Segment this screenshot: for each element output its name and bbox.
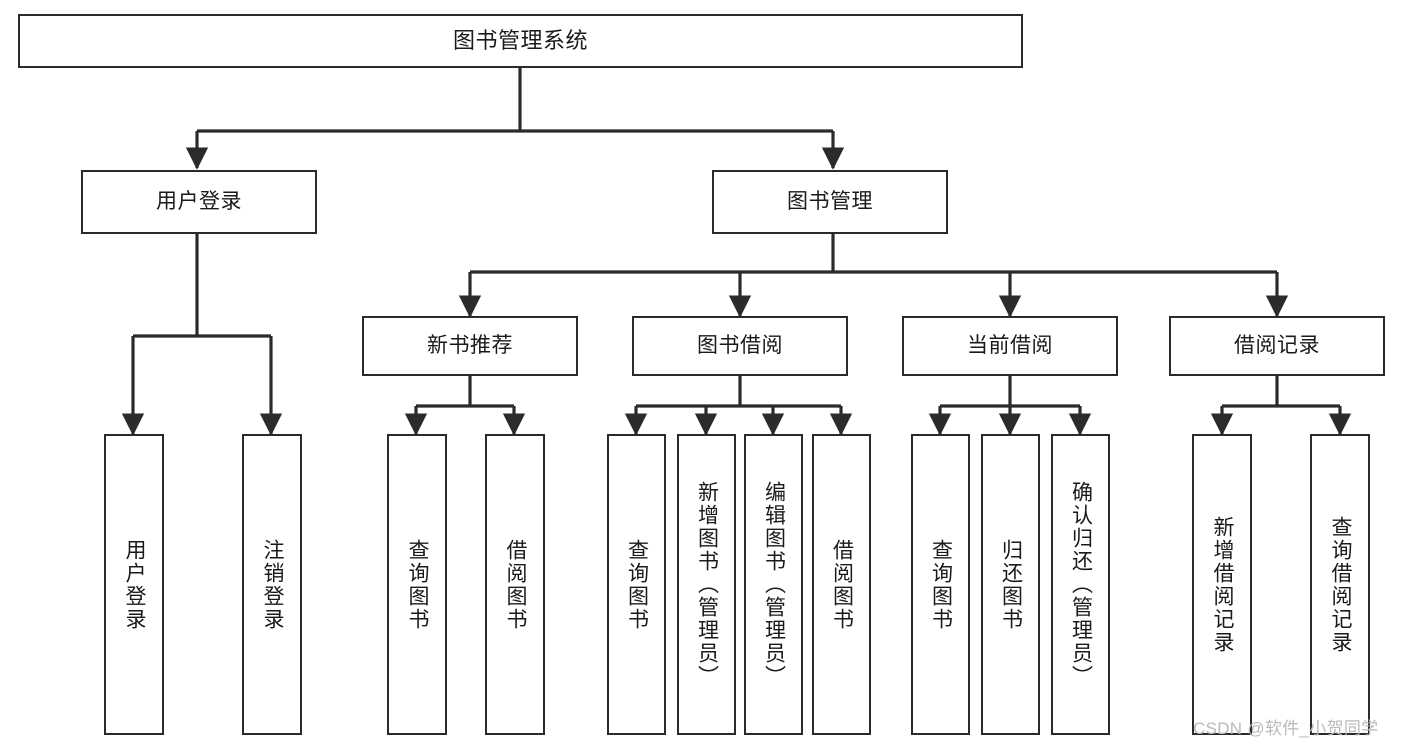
node-label: 编辑图书（管理员） [762, 481, 786, 688]
node-label: 借阅记录 [1234, 333, 1320, 357]
leaf-current-confirm-return-admin[interactable]: 确认归还（管理员） [1051, 434, 1110, 735]
node-root-book-management-system[interactable]: 图书管理系统 [18, 14, 1023, 68]
node-label: 查询图书 [625, 538, 649, 631]
node-label: 注销登录 [261, 538, 285, 631]
node-label: 借阅图书 [504, 538, 528, 631]
leaf-current-return-book[interactable]: 归还图书 [981, 434, 1040, 735]
node-label: 借阅图书 [830, 538, 854, 631]
csdn-watermark: CSDN @软件_小贺同学 [1193, 719, 1379, 738]
leaf-borrow-borrow-book[interactable]: 借阅图书 [812, 434, 871, 735]
node-label: 图书管理 [787, 189, 873, 213]
leaf-record-query-borrow-record[interactable]: 查询借阅记录 [1310, 434, 1370, 735]
node-label: 图书借阅 [697, 333, 783, 357]
node-label: 新增图书（管理员） [695, 481, 719, 688]
node-label: 归还图书 [999, 538, 1023, 631]
leaf-borrow-add-book-admin[interactable]: 新增图书（管理员） [677, 434, 736, 735]
node-user-login[interactable]: 用户登录 [81, 170, 317, 234]
node-label: 新增借阅记录 [1211, 515, 1235, 654]
node-label: 用户登录 [123, 538, 147, 631]
node-book-management[interactable]: 图书管理 [712, 170, 948, 234]
leaf-borrow-query-book[interactable]: 查询图书 [607, 434, 666, 735]
leaf-new-book-borrow[interactable]: 借阅图书 [485, 434, 545, 735]
leaf-new-book-query[interactable]: 查询图书 [387, 434, 447, 735]
leaf-user-login-login[interactable]: 用户登录 [104, 434, 164, 735]
leaf-borrow-edit-book-admin[interactable]: 编辑图书（管理员） [744, 434, 803, 735]
node-book-borrow[interactable]: 图书借阅 [632, 316, 848, 376]
node-label: 新书推荐 [427, 333, 513, 357]
node-current-borrow[interactable]: 当前借阅 [902, 316, 1118, 376]
node-label: 查询借阅记录 [1329, 515, 1353, 654]
node-label: 查询图书 [406, 538, 430, 631]
node-label: 用户登录 [156, 189, 242, 213]
node-new-book-recommend[interactable]: 新书推荐 [362, 316, 578, 376]
leaf-user-login-logout[interactable]: 注销登录 [242, 434, 302, 735]
node-label: 当前借阅 [967, 333, 1053, 357]
node-borrow-record[interactable]: 借阅记录 [1169, 316, 1385, 376]
node-label: 查询图书 [929, 538, 953, 631]
leaf-current-query-book[interactable]: 查询图书 [911, 434, 970, 735]
leaf-record-add-borrow-record[interactable]: 新增借阅记录 [1192, 434, 1252, 735]
node-label: 图书管理系统 [452, 28, 588, 54]
node-label: 确认归还（管理员） [1069, 481, 1093, 688]
